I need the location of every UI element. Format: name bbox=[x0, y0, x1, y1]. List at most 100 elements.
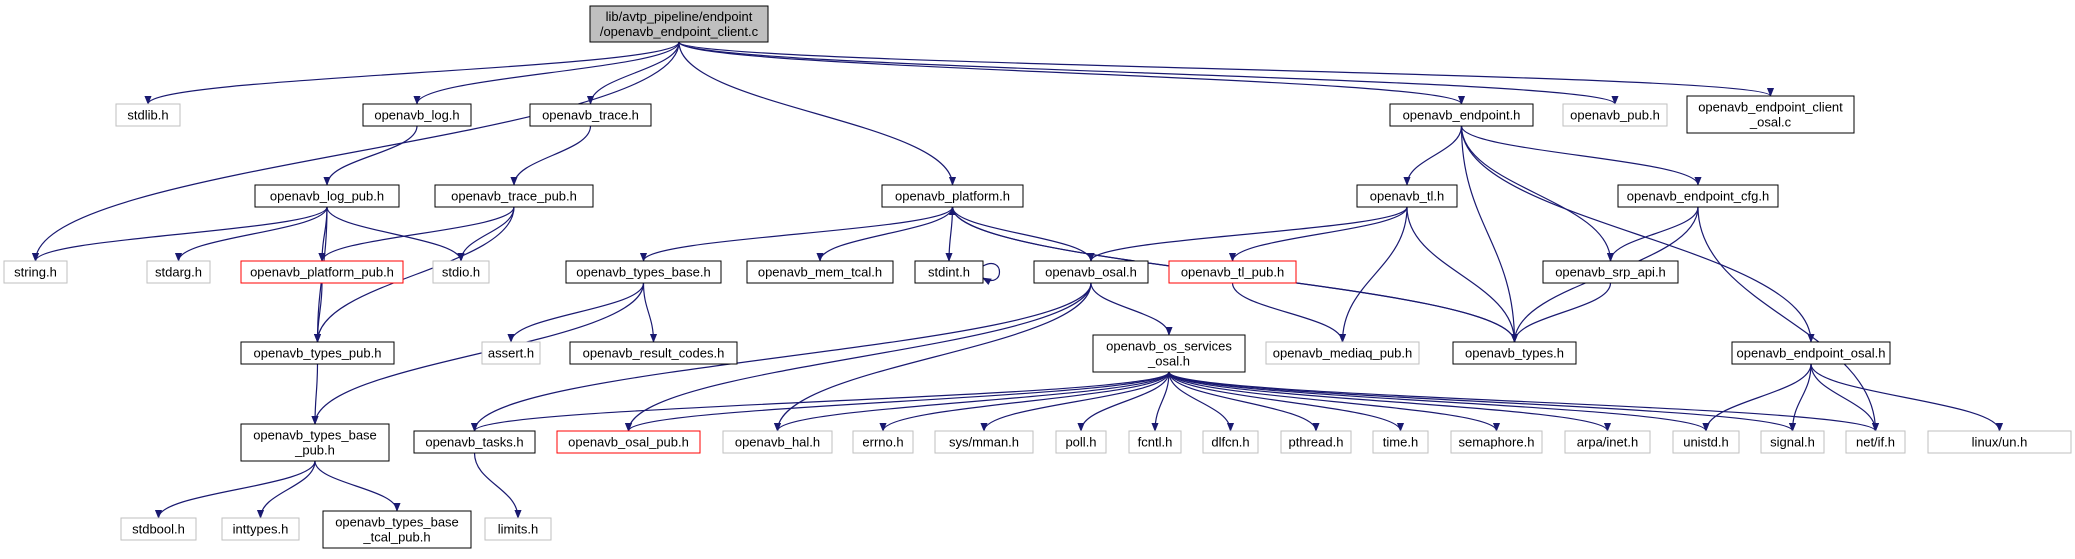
edge-root-to-endpoint bbox=[678, 41, 1465, 105]
node-label-limits: limits.h bbox=[498, 522, 538, 537]
node-box-stdint bbox=[914, 260, 984, 284]
node-box-limits bbox=[484, 517, 552, 541]
node-label-stdarg: stdarg.h bbox=[155, 265, 202, 280]
node-stdint[interactable]: stdint.h bbox=[914, 260, 984, 284]
node-stdarg: stdarg.h bbox=[146, 260, 211, 284]
node-label-stdbool: stdbool.h bbox=[132, 522, 185, 537]
node-box-result_codes bbox=[569, 341, 738, 365]
edge-log_pub-to-stdarg bbox=[174, 206, 328, 262]
node-endpoint_cfg[interactable]: openavb_endpoint_cfg.h bbox=[1617, 184, 1779, 208]
node-box-endpoint_osal bbox=[1731, 341, 1891, 365]
node-dlfcn: dlfcn.h bbox=[1202, 430, 1259, 454]
node-label-fcntl: fcntl.h bbox=[1138, 435, 1173, 450]
node-box-netif bbox=[1845, 430, 1906, 454]
edge-osal-to-os_services bbox=[1090, 282, 1173, 336]
edge-trace-to-trace_pub bbox=[510, 125, 592, 186]
node-tl_pub[interactable]: openavb_tl_pub.h bbox=[1168, 260, 1297, 284]
node-box-dlfcn bbox=[1202, 430, 1259, 454]
node-tasks[interactable]: openavb_tasks.h bbox=[413, 430, 536, 454]
node-label-types_base_pub: openavb_types_base bbox=[253, 428, 377, 443]
edge-log-to-log_pub bbox=[323, 125, 418, 186]
node-label-tl: openavb_tl.h bbox=[1370, 189, 1444, 204]
edge-log_pub-to-string bbox=[31, 206, 328, 262]
edge-tl_pub-to-mediaq_pub bbox=[1231, 282, 1347, 343]
node-label-poll: poll.h bbox=[1065, 435, 1096, 450]
nodes-layer: lib/avtp_pipeline/endpoint/openavb_endpo… bbox=[3, 5, 2072, 549]
node-client_osal[interactable]: openavb_endpoint_client_osal.c bbox=[1686, 95, 1855, 134]
node-label-types_base_tcal_pub: openavb_types_base bbox=[335, 515, 459, 530]
node-box-stdio bbox=[432, 260, 490, 284]
node-osal_pub[interactable]: openavb_osal_pub.h bbox=[556, 430, 701, 454]
edge-endpoint_cfg-to-srp_api bbox=[1606, 206, 1699, 262]
node-endpoint_osal[interactable]: openavb_endpoint_osal.h bbox=[1731, 341, 1891, 365]
node-tl[interactable]: openavb_tl.h bbox=[1356, 184, 1458, 208]
edge-os_services-to-time bbox=[1168, 371, 1405, 432]
node-label-osal_pub: openavb_osal_pub.h bbox=[568, 435, 689, 450]
node-pub: openavb_pub.h bbox=[1562, 103, 1668, 127]
node-stdbool: stdbool.h bbox=[120, 517, 197, 541]
node-arpainet: arpa/inet.h bbox=[1564, 430, 1651, 454]
node-types_base[interactable]: openavb_types_base.h bbox=[565, 260, 722, 284]
edge-os_services-to-tasks bbox=[471, 371, 1170, 432]
node-label-trace: openavb_trace.h bbox=[542, 108, 639, 123]
node-label-types_base_tcal_pub: _tcal_pub.h bbox=[362, 530, 430, 545]
node-label-errno: errno.h bbox=[862, 435, 903, 450]
node-linuxun: linux/un.h bbox=[1927, 430, 2072, 454]
node-label-result_codes: openavb_result_codes.h bbox=[583, 346, 725, 361]
edge-endpoint-to-tl bbox=[1403, 125, 1463, 186]
edge-endpoint_osal-to-netif bbox=[1810, 363, 1880, 432]
edge-os_services-to-dlfcn bbox=[1168, 371, 1235, 432]
edge-srp_api-to-types bbox=[1510, 282, 1612, 343]
edge-platform-to-types_base bbox=[640, 206, 954, 262]
node-types_base_tcal_pub[interactable]: openavb_types_base_tcal_pub.h bbox=[322, 510, 472, 549]
edge-root-to-stdlib bbox=[144, 41, 680, 105]
node-box-types_pub bbox=[240, 341, 395, 365]
node-types_base_pub[interactable]: openavb_types_base_pub.h bbox=[240, 423, 390, 462]
node-label-types_pub: openavb_types_pub.h bbox=[254, 346, 382, 361]
node-osal[interactable]: openavb_osal.h bbox=[1033, 260, 1149, 284]
node-mem_tcal[interactable]: openavb_mem_tcal.h bbox=[746, 260, 894, 284]
node-box-trace bbox=[529, 103, 652, 127]
node-pthread: pthread.h bbox=[1280, 430, 1352, 454]
node-types_pub[interactable]: openavb_types_pub.h bbox=[240, 341, 395, 365]
edge-root-to-platform bbox=[678, 41, 957, 186]
node-box-poll bbox=[1055, 430, 1107, 454]
node-os_services[interactable]: openavb_os_services_osal.h bbox=[1092, 334, 1246, 373]
edge-endpoint-to-types bbox=[1460, 125, 1519, 343]
edge-os_services-to-semaphore bbox=[1168, 371, 1500, 432]
node-log[interactable]: openavb_log.h bbox=[362, 103, 472, 127]
node-label-types: openavb_types.h bbox=[1465, 346, 1564, 361]
node-root[interactable]: lib/avtp_pipeline/endpoint/openavb_endpo… bbox=[589, 5, 769, 43]
node-types[interactable]: openavb_types.h bbox=[1452, 341, 1577, 365]
node-box-stdarg bbox=[146, 260, 211, 284]
node-label-osal: openavb_osal.h bbox=[1045, 265, 1137, 280]
node-inttypes: inttypes.h bbox=[221, 517, 300, 541]
node-box-errno bbox=[852, 430, 914, 454]
node-log_pub[interactable]: openavb_log_pub.h bbox=[254, 184, 400, 208]
node-endpoint[interactable]: openavb_endpoint.h bbox=[1389, 103, 1534, 127]
node-box-hal bbox=[722, 430, 833, 454]
node-box-platform bbox=[881, 184, 1024, 208]
edge-os_services-to-sysmman bbox=[980, 371, 1170, 432]
node-label-arpainet: arpa/inet.h bbox=[1577, 435, 1638, 450]
node-platform[interactable]: openavb_platform.h bbox=[881, 184, 1024, 208]
node-trace[interactable]: openavb_trace.h bbox=[529, 103, 652, 127]
node-label-mem_tcal: openavb_mem_tcal.h bbox=[758, 265, 882, 280]
node-label-types_base_pub: _pub.h bbox=[294, 443, 335, 458]
node-box-assert bbox=[481, 341, 541, 365]
edge-tl-to-mediaq_pub bbox=[1338, 206, 1408, 343]
node-box-log bbox=[362, 103, 472, 127]
node-box-sysmman bbox=[934, 430, 1034, 454]
node-box-endpoint bbox=[1389, 103, 1534, 127]
node-result_codes[interactable]: openavb_result_codes.h bbox=[569, 341, 738, 365]
node-trace_pub[interactable]: openavb_trace_pub.h bbox=[434, 184, 594, 208]
node-label-srp_api: openavb_srp_api.h bbox=[1555, 265, 1666, 280]
node-srp_api[interactable]: openavb_srp_api.h bbox=[1542, 260, 1679, 284]
edge-tl-to-osal bbox=[1087, 206, 1408, 262]
node-label-mediaq_pub: openavb_mediaq_pub.h bbox=[1273, 346, 1413, 361]
edge-types_base-to-types_base_pub bbox=[311, 282, 645, 425]
node-box-trace_pub bbox=[434, 184, 594, 208]
node-limits: limits.h bbox=[484, 517, 552, 541]
node-platform_pub[interactable]: openavb_platform_pub.h bbox=[240, 260, 404, 284]
edge-osal-to-hal bbox=[773, 282, 1092, 432]
